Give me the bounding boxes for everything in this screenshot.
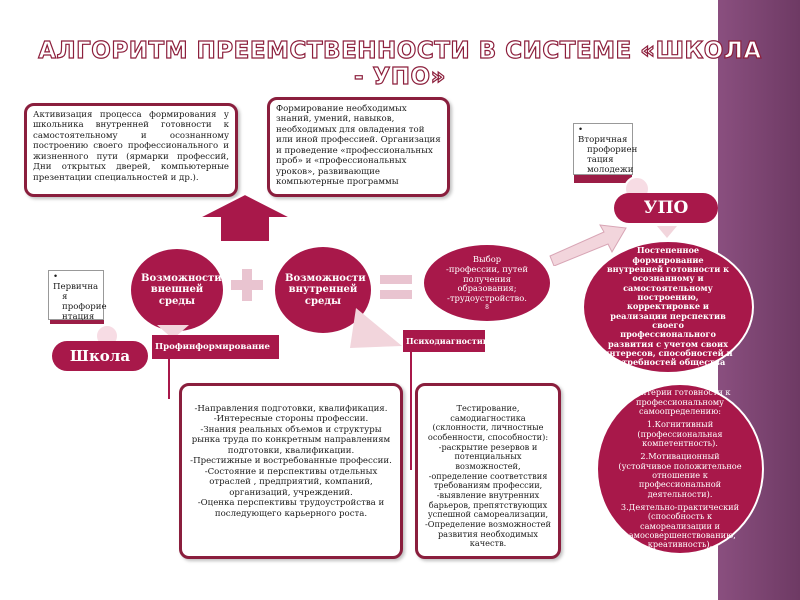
school-card-line-2: я: [62, 291, 68, 302]
tab-profinfo: Профинформирование: [152, 335, 279, 359]
tab-profinfo-text: Профинформирование: [155, 342, 271, 352]
school-card-line-1: Первична: [53, 281, 99, 292]
circle-criteria: Критерии готовности к профессиональному …: [596, 383, 764, 555]
triangle-psychdiag-icon: [350, 308, 402, 348]
triangle-profinfo-icon: [157, 325, 189, 339]
box-profinfo: -Направления подготовки, квалификация. -…: [179, 383, 403, 559]
school-card-line-4: нтация: [62, 311, 95, 322]
up-arrow-icon: [197, 192, 293, 243]
circle-choice-line3: 8: [485, 304, 489, 312]
school-card-line-3: профорие: [62, 301, 107, 312]
profinfo-item-2: -Знания реальных объемов и структуры рын…: [191, 424, 391, 456]
upo-label-text: УПО: [643, 198, 689, 218]
arrow-to-upo-icon: [549, 224, 627, 266]
school-card: • Первична я профорие нтация: [48, 270, 107, 322]
box-formation: Формирование необходимых знаний, умений,…: [267, 97, 450, 197]
criteria-line-0: Критерии готовности к профессиональному …: [629, 387, 731, 416]
circle-choice-line2: -трудоустройство.: [447, 293, 527, 304]
psychdiag-item-0: Тестирование, самодиагностика (склонност…: [427, 403, 549, 443]
school-label: Школа: [52, 341, 148, 371]
circle-internal-text: Возможности внутренней среды: [285, 272, 366, 307]
circle-choice-line1: -профессии, путей получения образования;: [446, 263, 528, 294]
tab-psychdiag-text: Психодиагностика: [406, 336, 494, 346]
psychdiag-connector: [410, 352, 412, 470]
profinfo-item-0: -Направления подготовки, квалификация.: [194, 404, 388, 414]
psychdiag-item-4: -Определение возможностей развития необх…: [425, 519, 551, 549]
tab-psychdiag: Психодиагностика: [403, 330, 494, 352]
upo-card-line-2: профориен: [587, 144, 638, 155]
psychdiag-item-2: -определение соответствия требованиям пр…: [428, 470, 548, 491]
circle-external: Возможности внешней среды: [129, 247, 225, 333]
profinfo-item-3: -Престижные и востребованные профессии.: [190, 456, 392, 467]
profinfo-item-1: -Интересные стороны профессии.: [213, 414, 369, 425]
circle-gradual-text: Постепенное формирование внутренней гото…: [603, 245, 733, 368]
box-activation-text: Активизация процесса формирования у школ…: [33, 110, 229, 183]
box-formation-text: Формирование необходимых знаний, умений,…: [276, 104, 441, 188]
psychdiag-item-3: -выявление внутренних барьеров, препятст…: [427, 490, 549, 520]
circle-gradual: Постепенное формирование внутренней гото…: [582, 240, 754, 374]
school-label-text: Школа: [69, 347, 131, 365]
equals-icon: [380, 275, 412, 299]
upo-card-line-1: Вторичная: [578, 134, 628, 145]
school-card-bullet: •: [53, 272, 59, 282]
upo-label: УПО: [614, 193, 718, 223]
profinfo-connector: [168, 359, 170, 399]
box-activation: Активизация процесса формирования у школ…: [24, 103, 238, 197]
criteria-line-1: 1.Когнитивный (профессиональная компетен…: [637, 419, 723, 448]
page-title: АЛГОРИТМ ПРЕЕМСТВЕННОСТИ В СИСТЕМЕ «ШКОЛ…: [38, 37, 762, 90]
profinfo-item-5: -Оценка перспективы трудоустройства и по…: [197, 498, 385, 519]
box-psychdiag: Тестирование, самодиагностика (склонност…: [415, 383, 561, 559]
plus-icon: [231, 269, 263, 301]
triangle-upo-icon: [657, 226, 677, 238]
psychdiag-item-1: -раскрытие резервов и потенциальных возм…: [438, 441, 538, 472]
upo-card-bullet: •: [578, 125, 584, 135]
profinfo-item-4: -Состояние и перспективы отдельных отрас…: [204, 466, 378, 498]
upo-card-line-4: молодежи: [587, 164, 634, 175]
circle-choice: Выбор -профессии, путей получения образо…: [422, 243, 552, 323]
circle-choice-title: Выбор: [472, 253, 502, 264]
upo-card: • Вторичная профориен тация молодежи: [573, 123, 637, 175]
circle-external-text: Возможности внешней среды: [141, 272, 222, 307]
criteria-line-2: 2.Мотивационный (устойчивое положительно…: [618, 451, 742, 499]
criteria-line-3: 3.Деятельно-практический (способность к …: [620, 502, 740, 550]
upo-card-line-3: тация: [587, 154, 614, 165]
